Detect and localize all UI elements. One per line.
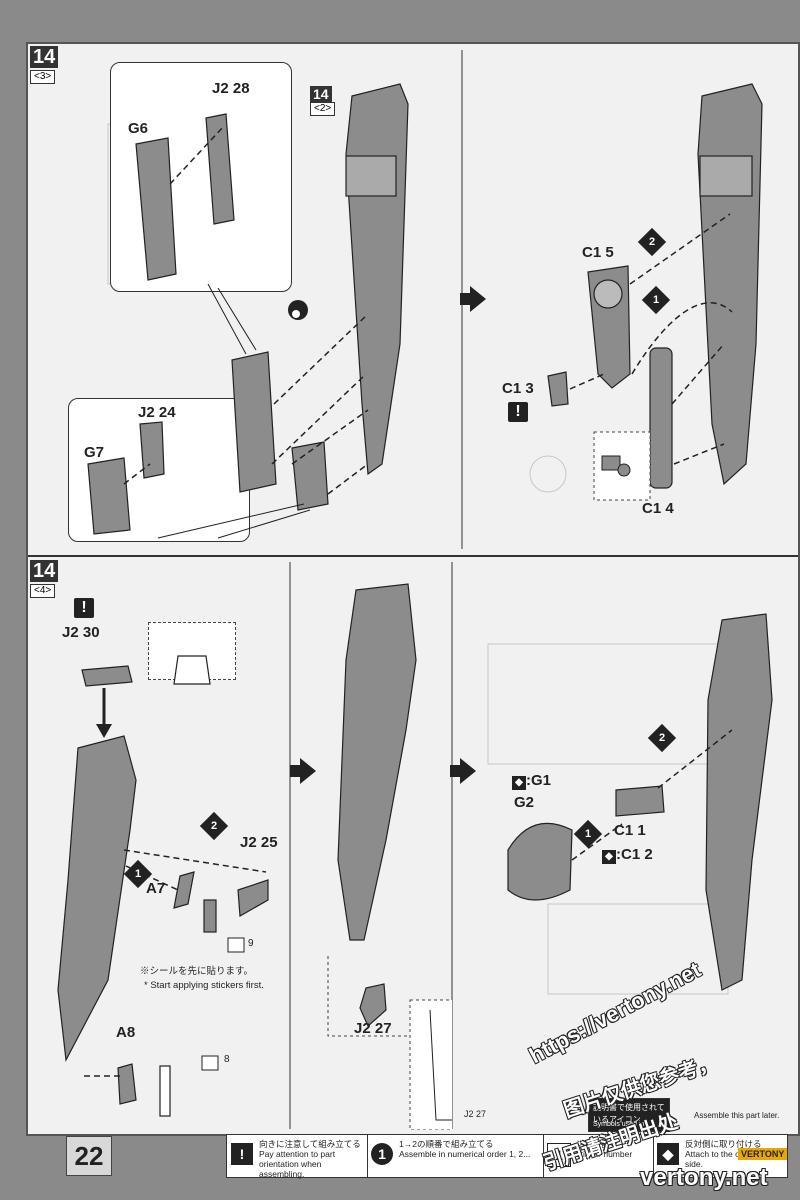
watermark-logo: VERTONY (738, 1148, 788, 1160)
part-j2-30 (81, 665, 133, 687)
opposite-side-icon-2: ◆ (602, 850, 616, 864)
part-g7 (87, 457, 131, 535)
part-c1-4 (649, 347, 673, 489)
step-diagram-left (87, 83, 409, 539)
label-j2-30: J2 30 (62, 624, 100, 641)
label-a8: A8 (116, 1024, 136, 1041)
part-j2-28 (205, 113, 235, 225)
part-j2-27 (359, 983, 387, 1027)
label-c1-3: C1 3 (502, 380, 534, 397)
label-g7: G7 (84, 444, 105, 461)
sticker-number-9: 9 (248, 938, 254, 949)
sub-step-bottom: <4> (30, 584, 56, 598)
label-c1-4: C1 4 (642, 500, 674, 517)
watermark-site: vertony.net (640, 1164, 768, 1191)
ref-sub-step: <2> (310, 102, 336, 116)
label-c1-2: ◆:C1 2 (602, 846, 653, 864)
page-number: 22 (66, 1136, 112, 1176)
step-diagram-bottom-middle (327, 583, 452, 1130)
flow-arrow-icon-2 (290, 758, 316, 784)
orientation-warning-icon-2: ! (74, 598, 94, 618)
label-c1-1: C1 1 (614, 822, 646, 839)
label-g6: G6 (128, 120, 149, 137)
step-diagram-right (547, 83, 763, 501)
part-c1-3 (547, 371, 569, 407)
step-number: 14 (30, 46, 59, 68)
label-g2: G2 (514, 794, 535, 811)
step-number-bottom: 14 (30, 560, 59, 582)
label-c1-5: C1 5 (582, 244, 614, 261)
part-g2 (507, 822, 573, 901)
opposite-side-legend-icon: ◆ (657, 1143, 679, 1165)
step-diagram-bottom-right (507, 613, 773, 991)
warning-icon: ! (231, 1143, 253, 1165)
sub-step: <3> (30, 70, 56, 84)
part-a8 (117, 1063, 137, 1105)
label-a7: A7 (146, 880, 166, 897)
sticker-note-en: * Start applying stickers first. (144, 980, 264, 991)
part-j2-24 (139, 421, 165, 479)
part-sticker-9-piece (203, 899, 217, 933)
assemble-later-note: Assemble this part later. (694, 1111, 780, 1120)
label-g1: ◆:G1 (512, 772, 551, 790)
order-icon: 1 (371, 1143, 393, 1165)
label-j2-28: J2 28 (212, 80, 250, 97)
orientation-warning-icon: ! (508, 402, 528, 422)
part-g6 (135, 137, 177, 281)
part-leg-right (705, 613, 773, 991)
flow-arrow-icon-3 (450, 758, 476, 784)
flow-arrow-icon (460, 286, 486, 312)
label-j2-24: J2 24 (138, 404, 176, 421)
sticker-note-jp: ※シールを先に貼ります。 (140, 966, 254, 977)
part-j2-25 (237, 879, 269, 917)
part-g7-large (291, 441, 329, 511)
ref-step-number: 14 (310, 86, 332, 102)
part-a7 (173, 871, 195, 909)
part-main-leg (345, 83, 409, 476)
step-diagram-bottom-left (57, 655, 269, 1117)
part-c1-1 (615, 785, 665, 817)
label-j2-25: J2 25 (240, 834, 278, 851)
part-leg-middle (337, 583, 417, 941)
label-j2-27: J2 27 (354, 1020, 392, 1037)
sticker-number-8: 8 (224, 1054, 230, 1065)
opposite-side-icon: ◆ (512, 776, 526, 790)
part-leg-bottom (57, 735, 137, 1063)
label-j2-27-detail: J2 27 (464, 1109, 487, 1119)
part-main-leg-2 (697, 83, 763, 486)
sticker-icon: 1 (547, 1143, 571, 1167)
instruction-sheet: 14 <3> (26, 42, 800, 1140)
part-g6-large (231, 351, 277, 493)
